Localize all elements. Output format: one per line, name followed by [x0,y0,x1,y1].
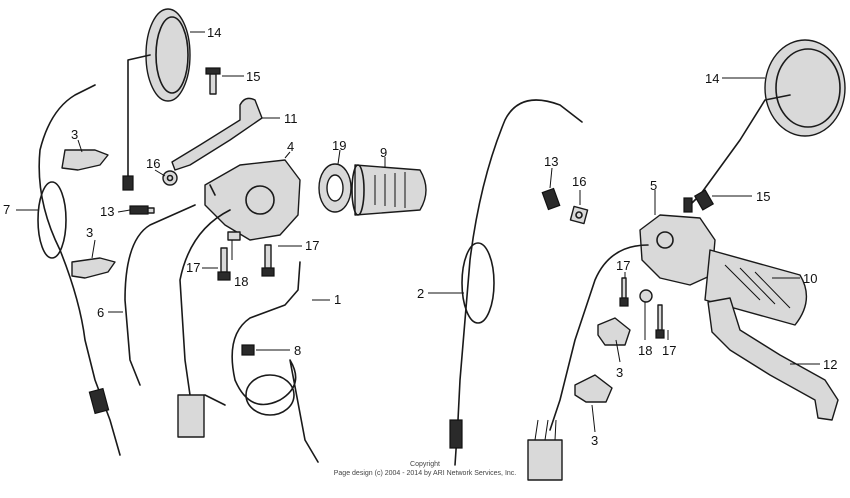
callout-13-left: 13 [100,204,114,219]
nut-16-right[interactable] [569,205,589,225]
screw-17-left-b[interactable] [261,244,275,277]
bolt-15-right[interactable] [693,189,715,211]
callout-10: 10 [803,271,817,286]
brake-lever[interactable] [707,297,839,421]
cable-2[interactable] [449,99,583,466]
nut-8[interactable] [241,344,255,356]
callout-5: 5 [650,178,657,193]
callout-17-a: 17 [186,260,200,275]
callout-6: 6 [97,305,104,320]
clamp-3c[interactable] [597,317,631,346]
callout-16-left: 16 [146,156,160,171]
wire-harness-left[interactable] [177,209,231,438]
clamp-3b[interactable] [71,257,116,279]
cable-1[interactable] [231,261,319,463]
switch-housing-left[interactable] [204,159,301,241]
callout-3-c: 3 [616,365,623,380]
callout-19: 19 [332,138,346,153]
callout-13-right: 13 [544,154,558,169]
callout-17-c: 17 [616,258,630,273]
screw-17-left-a[interactable] [217,247,231,281]
screw-17-right-b[interactable] [655,304,665,339]
clutch-lever[interactable] [171,97,263,171]
bolt-13-left[interactable] [129,205,155,215]
callout-18-right: 18 [638,343,652,358]
clamp-3a[interactable] [61,149,109,171]
wire-harness-right[interactable] [527,244,649,481]
copyright-footer: Copyright Page design (c) 2004 - 2014 by… [300,460,550,478]
bolt-13-right[interactable] [541,187,561,211]
callout-11: 11 [284,111,298,126]
switch-housing-right[interactable] [639,214,716,286]
callouts: 14 15 11 3 16 4 19 9 7 13 3 6 17 18 17 1… [3,25,837,448]
washer-18-right[interactable] [639,289,653,303]
callout-17-b: 17 [305,238,319,253]
copyright-line1: Copyright [410,461,440,468]
throttle-grip-19[interactable] [318,163,352,213]
screw-17-right-a[interactable] [619,277,629,307]
cable-6[interactable] [124,204,196,386]
clamp-3d[interactable] [574,374,613,403]
copyright-line2: Page design (c) 2004 - 2014 by ARI Netwo… [333,470,517,477]
cable-7[interactable] [37,84,121,456]
callout-3-b: 3 [86,225,93,240]
callout-17-d: 17 [662,343,676,358]
callout-2: 2 [417,286,424,301]
grip-9[interactable] [351,164,427,216]
callout-16-right: 16 [572,174,586,189]
callout-9: 9 [380,145,387,160]
mirror-left[interactable] [122,8,191,191]
callout-12: 12 [823,357,837,372]
callout-14-right: 14 [705,71,719,86]
callout-15-left: 15 [246,69,260,84]
callout-18-left: 18 [234,274,248,289]
washer-18-left[interactable] [227,231,241,241]
callout-3-d: 3 [591,433,598,448]
leader-lines [16,31,820,433]
mirror-right[interactable] [683,39,846,213]
callout-4: 4 [287,139,294,154]
bolt-15-left[interactable] [205,67,221,95]
callout-7: 7 [3,202,10,217]
callout-15-right: 15 [756,189,770,204]
callout-14-left: 14 [207,25,221,40]
callout-1: 1 [334,292,341,307]
callout-8: 8 [294,343,301,358]
nut-16-left[interactable] [162,170,178,186]
callout-3-a: 3 [71,127,78,142]
